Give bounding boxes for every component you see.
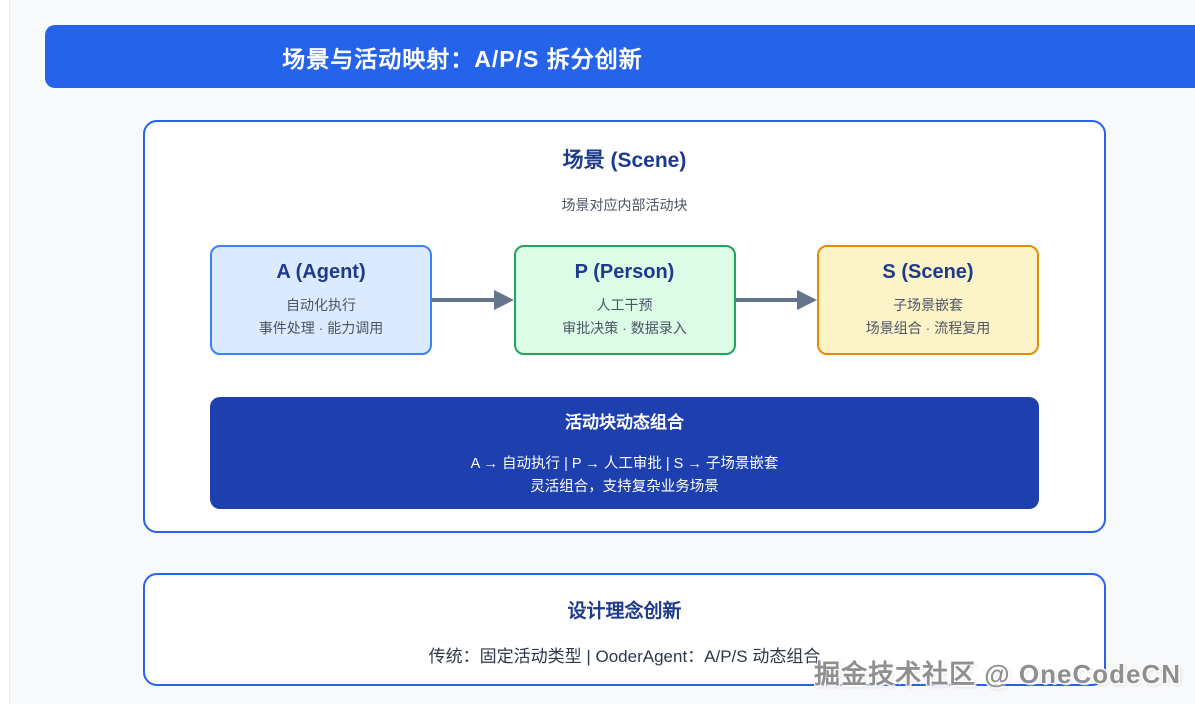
arrow-line (432, 298, 494, 302)
combo-box: 活动块动态组合 A → 自动执行 | P → 人工审批 | S → 子场景嵌套 … (210, 397, 1039, 509)
arrow-right-icon (493, 290, 514, 310)
arrow-right-icon (797, 290, 817, 310)
flow-arrow-person-to-scene (735, 290, 817, 310)
flow-arrow-agent-to-person (432, 290, 514, 310)
scene-panel-title: 场景 (Scene) (562, 149, 687, 172)
card-agent: A (Agent) 自动化执行 事件处理 · 能力调用 (210, 245, 432, 355)
card-scene-title: S (Scene) (882, 260, 974, 283)
card-person-line2: 审批决策 · 数据录入 (562, 319, 687, 336)
design-panel-title: 设计理念创新 (567, 601, 682, 622)
banner: 场景与活动映射：A/P/S 拆分创新 (45, 25, 1195, 88)
card-scene-line2: 场景组合 · 流程复用 (865, 319, 991, 336)
watermark: 掘金技术社区 @ OneCodeCN (814, 659, 1181, 689)
scene-panel-subtitle: 场景对应内部活动块 (561, 197, 688, 213)
card-person-title: P (Person) (574, 260, 675, 283)
banner-title: 场景与活动映射：A/P/S 拆分创新 (282, 45, 643, 72)
combo-box-line1: A → 自动执行 | P → 人工审批 | S → 子场景嵌套 (470, 455, 779, 472)
card-person-line1: 人工干预 (596, 296, 653, 313)
card-scene-line1: 子场景嵌套 (893, 296, 963, 313)
card-agent-line1: 自动化执行 (286, 296, 356, 313)
card-person: P (Person) 人工干预 审批决策 · 数据录入 (513, 245, 736, 355)
design-panel-text: 传统：固定活动类型 | OoderAgent：A/P/S 动态组合 (428, 647, 821, 666)
combo-box-line2: 灵活组合，支持复杂业务场景 (530, 478, 719, 495)
combo-box-title: 活动块动态组合 (565, 412, 684, 432)
arrow-line (735, 298, 797, 302)
cards-row: A (Agent) 自动化执行 事件处理 · 能力调用 P (Person) 人… (210, 245, 1039, 355)
card-scene: S (Scene) 子场景嵌套 场景组合 · 流程复用 (817, 245, 1039, 355)
card-agent-title: A (Agent) (276, 260, 366, 283)
scene-panel: 场景 (Scene) 场景对应内部活动块 A (Agent) 自动化执行 事件处… (143, 120, 1106, 533)
card-agent-line2: 事件处理 · 能力调用 (258, 319, 384, 336)
page-left-edge (0, 0, 10, 704)
design-panel: 设计理念创新 传统：固定活动类型 | OoderAgent：A/P/S 动态组合 (143, 573, 1106, 686)
